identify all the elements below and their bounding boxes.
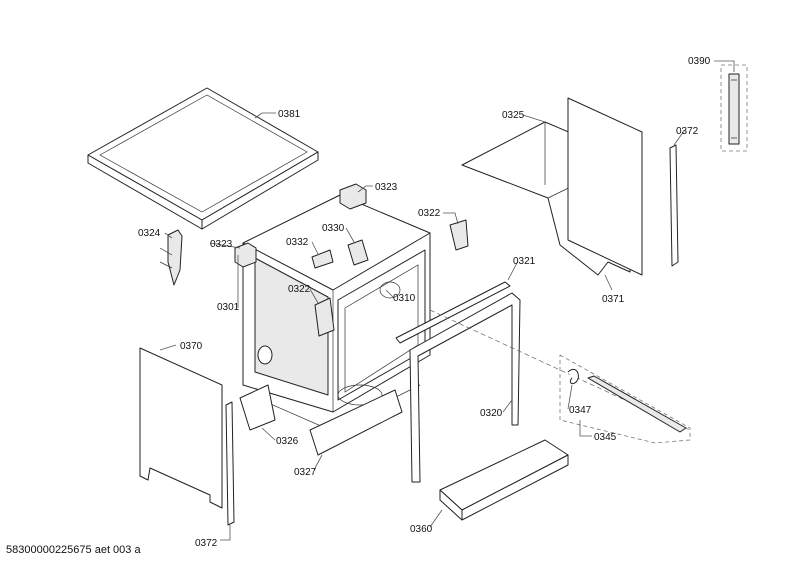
tub-body[interactable] xyxy=(242,194,431,431)
hinge-part-left[interactable] xyxy=(311,249,334,269)
callout-0347: 0347 xyxy=(569,405,592,416)
callout-0332: 0332 xyxy=(286,237,309,248)
callout-0372-left: 0372 xyxy=(195,538,218,549)
leader-lines xyxy=(159,60,735,541)
trim-strip-right[interactable] xyxy=(669,144,679,267)
bracket-top-left[interactable] xyxy=(234,242,257,268)
callout-0322-front: 0322 xyxy=(288,284,311,295)
worktop-panel[interactable] xyxy=(87,87,319,230)
hose-kit[interactable] xyxy=(720,64,748,152)
callout-0324: 0324 xyxy=(138,228,161,239)
callout-0330: 0330 xyxy=(322,223,345,234)
hinge-part-center[interactable] xyxy=(347,239,369,266)
rail-hook[interactable] xyxy=(567,368,579,385)
callout-0301: 0301 xyxy=(217,302,240,313)
callout-0372-right: 0372 xyxy=(676,126,699,137)
bracket-top-right[interactable] xyxy=(339,183,367,210)
callout-0320: 0320 xyxy=(480,408,503,419)
rail-bar[interactable] xyxy=(587,375,687,433)
callout-0327: 0327 xyxy=(294,467,317,478)
callout-0345: 0345 xyxy=(594,432,617,443)
side-panel-left[interactable] xyxy=(139,347,223,509)
door-seal-top[interactable] xyxy=(395,281,511,344)
side-panel-right[interactable] xyxy=(567,97,643,276)
plinth-cover[interactable] xyxy=(439,439,569,521)
callout-0360: 0360 xyxy=(410,524,433,535)
side-clip[interactable] xyxy=(159,229,183,286)
callout-0323-top: 0323 xyxy=(375,182,398,193)
callout-0326: 0326 xyxy=(276,436,299,447)
callout-0370: 0370 xyxy=(180,341,203,352)
callout-0323-left: 0323 xyxy=(210,239,233,250)
diagram-code: 58300000225675 aet 003 a xyxy=(6,544,141,556)
callout-0325: 0325 xyxy=(502,110,525,121)
callout-0371: 0371 xyxy=(602,294,625,305)
callout-0381: 0381 xyxy=(278,109,301,120)
bracket-front[interactable] xyxy=(314,297,335,337)
base-foot-left[interactable] xyxy=(239,384,276,431)
callout-0321: 0321 xyxy=(513,256,536,267)
door-seal-frame[interactable] xyxy=(409,292,521,483)
callout-0310: 0310 xyxy=(393,293,416,304)
callout-0322-right: 0322 xyxy=(418,208,441,219)
rail-dashed-box xyxy=(559,354,691,444)
base-plinth[interactable] xyxy=(309,389,403,456)
callout-0390: 0390 xyxy=(688,56,711,67)
bracket-right[interactable] xyxy=(449,219,469,251)
trim-strip-left[interactable] xyxy=(225,401,235,526)
